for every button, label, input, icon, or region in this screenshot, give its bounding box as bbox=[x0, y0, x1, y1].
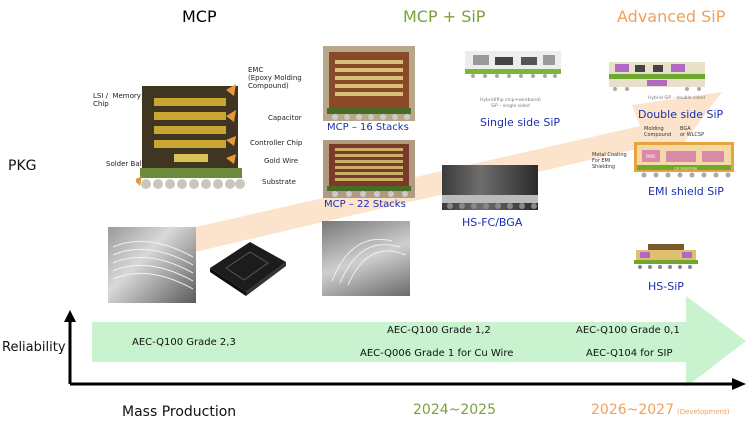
row-label-reliability: Reliability bbox=[2, 340, 66, 355]
label-substrate: Substrate bbox=[262, 178, 296, 186]
label-emc: EMC (Epoxy Molding Compound) bbox=[248, 66, 302, 90]
label-bga-wlcsp: BGA or WLCSP bbox=[680, 126, 705, 138]
caption-mcp-22-stacks: MCP – 22 Stacks bbox=[324, 199, 406, 210]
label-controller-chip: Controller Chip bbox=[250, 139, 303, 147]
caption-single-side-sip: Single side SiP bbox=[480, 116, 561, 129]
emi-substrate-label: LSI Substrate bbox=[674, 167, 697, 171]
caption-hs-fc-bga: HS-FC/BGA bbox=[462, 216, 523, 229]
label-metal-coating: Metal Coating For EMI Shielding bbox=[592, 152, 627, 170]
row-label-pkg: PKG bbox=[8, 158, 37, 174]
mcp-22-stacks-image bbox=[323, 140, 415, 198]
reliability-mcp-sip-cu-wire: AEC-Q006 Grade 1 for Cu Wire bbox=[360, 348, 514, 359]
note-double-side-hybrid: Hybrid SiP – double sided bbox=[648, 96, 706, 101]
reliability-mcp-grade: AEC-Q100 Grade 2,3 bbox=[132, 337, 236, 348]
hs-fc-bga-image bbox=[442, 165, 538, 210]
emi-pmic-label: PMIC bbox=[646, 154, 656, 159]
timeline-development-note: (Development) bbox=[677, 408, 730, 416]
reliability-advanced-grade: AEC-Q100 Grade 0,1 bbox=[576, 325, 680, 336]
mcp-cross-section-image bbox=[136, 70, 246, 200]
bga-package-photo bbox=[210, 242, 286, 296]
single-side-sip-image bbox=[465, 51, 561, 78]
double-side-sip-image bbox=[609, 62, 705, 91]
row-label-mass-production: Mass Production bbox=[122, 404, 237, 420]
mcp-wire-stack-photo bbox=[108, 227, 196, 303]
header-advanced-sip: Advanced SiP bbox=[617, 7, 726, 26]
caption-hs-sip: HS-SiP bbox=[648, 280, 684, 293]
label-molding-compound: Molding Compound bbox=[644, 126, 672, 138]
timeline-2024-2025: 2024~2025 bbox=[413, 402, 496, 418]
note-single-side-hybrid: Hybrid(flip chip+wirebond) SiP – single … bbox=[480, 98, 541, 109]
reliability-advanced-sip: AEC-Q104 for SIP bbox=[586, 348, 673, 359]
caption-emi-shield-sip: EMI shield SiP bbox=[648, 185, 724, 198]
label-solder-ball: Solder Ball bbox=[106, 160, 144, 168]
caption-double-side-sip: Double side SiP bbox=[638, 108, 724, 121]
emi-shield-sip-image: PMIC LSI Substrate bbox=[634, 142, 734, 178]
label-gold-wire: Gold Wire bbox=[264, 157, 299, 165]
reliability-mcp-sip-grade: AEC-Q100 Grade 1,2 bbox=[387, 325, 491, 336]
timeline-2026-2027: 2026~2027 bbox=[591, 402, 674, 418]
label-capacitor: Capacitor bbox=[268, 114, 302, 122]
mcp-16-stacks-image bbox=[323, 46, 415, 121]
hs-sip-image bbox=[634, 244, 698, 269]
caption-mcp-16-stacks: MCP – 16 Stacks bbox=[327, 122, 409, 133]
mcp-wire-bond-photo bbox=[322, 221, 410, 296]
label-lsi-memory: LSI / Memory Chip bbox=[93, 92, 141, 108]
header-mcp-sip: MCP + SiP bbox=[403, 7, 486, 26]
header-mcp: MCP bbox=[182, 7, 217, 26]
